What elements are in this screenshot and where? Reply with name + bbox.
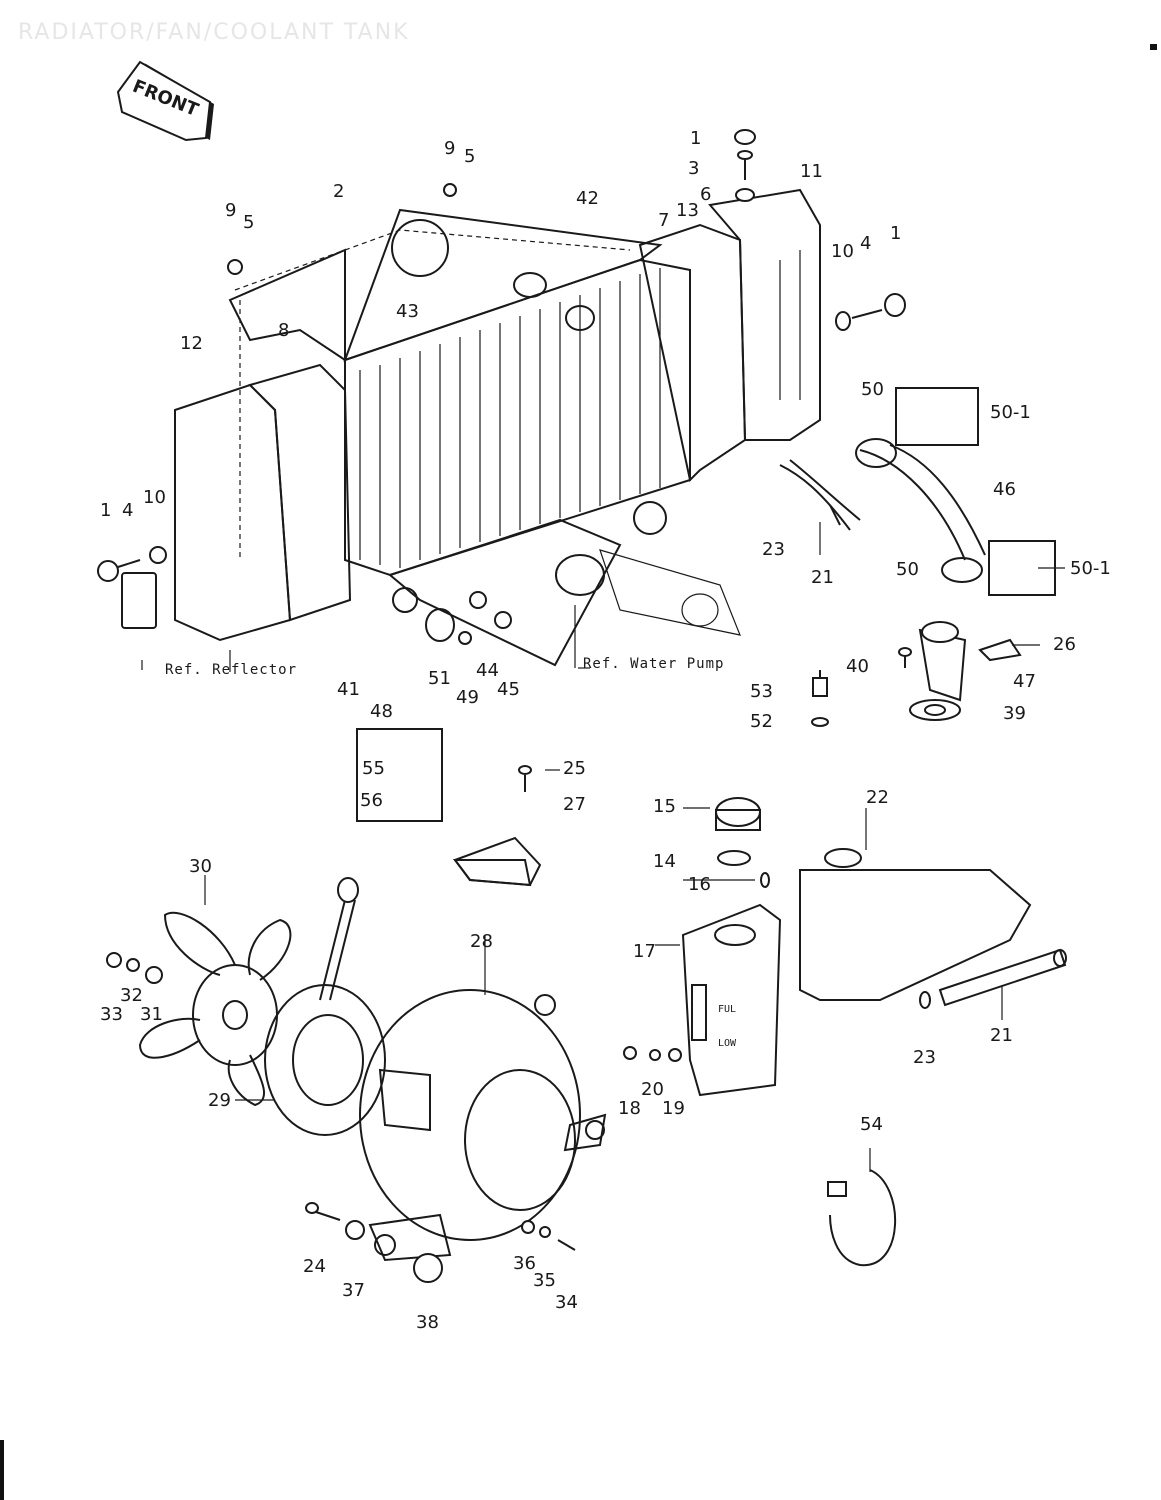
leader-lines <box>141 522 1065 1172</box>
callout-32: 32 <box>120 985 143 1006</box>
callout-15: 15 <box>653 796 676 817</box>
callout-42: 42 <box>576 188 599 209</box>
callout-46: 46 <box>993 479 1016 500</box>
callout-23: 23 <box>913 1047 936 1068</box>
callout-26: 26 <box>1053 634 1076 655</box>
callout-37: 37 <box>342 1280 365 1301</box>
callout-28: 28 <box>470 931 493 952</box>
callout-44: 44 <box>476 660 499 681</box>
callout-5: 5 <box>243 212 255 233</box>
callout-7: 7 <box>658 210 670 231</box>
bracket-27 <box>453 765 542 887</box>
callout-49: 49 <box>456 687 479 708</box>
callout-52: 52 <box>750 711 773 732</box>
callout-17: 17 <box>633 941 656 962</box>
tank-gauge-low: LOW <box>718 1038 737 1049</box>
callout-50-1: 50-1 <box>1070 558 1111 579</box>
callout-40: 40 <box>846 656 869 677</box>
callout-35: 35 <box>533 1270 556 1291</box>
callout-9: 9 <box>444 138 456 159</box>
detail-box-50-1-upper <box>895 387 979 446</box>
fan-shroud <box>359 989 607 1262</box>
temperature-sensor <box>811 670 829 727</box>
callout-10: 10 <box>143 487 166 508</box>
tie-band <box>827 1169 897 1267</box>
callout-50: 50 <box>861 379 884 400</box>
callout-53: 53 <box>750 681 773 702</box>
callout-45: 45 <box>497 679 520 700</box>
callout-43: 43 <box>396 301 419 322</box>
callout-41: 41 <box>337 679 360 700</box>
ref-reflector: Ref. Reflector <box>165 662 298 678</box>
callout-23: 23 <box>762 539 785 560</box>
callout-33: 33 <box>100 1004 123 1025</box>
edge-mark <box>0 1440 4 1500</box>
bottom-hardware <box>305 1202 576 1283</box>
callout-39: 39 <box>1003 703 1026 724</box>
callout-16: 16 <box>688 874 711 895</box>
coolant-tank: FUL LOW <box>623 797 1067 1097</box>
callout-50-1: 50-1 <box>990 402 1031 423</box>
callout-9: 9 <box>225 200 237 221</box>
callout-6: 6 <box>700 184 712 205</box>
page-title: RADIATOR/FAN/COOLANT TANK <box>18 20 410 45</box>
callout-1: 1 <box>890 223 902 244</box>
callout-14: 14 <box>653 851 676 872</box>
callout-27: 27 <box>563 794 586 815</box>
callout-22: 22 <box>866 787 889 808</box>
callout-36: 36 <box>513 1253 536 1274</box>
callout-12: 12 <box>180 333 203 354</box>
callout-18: 18 <box>618 1098 641 1119</box>
callout-1: 1 <box>100 500 112 521</box>
callout-2: 2 <box>333 181 345 202</box>
water-outlet <box>898 621 1022 721</box>
detail-box-48 <box>356 728 443 822</box>
callout-11: 11 <box>800 161 823 182</box>
callout-38: 38 <box>416 1312 439 1333</box>
ref-water-pump: Ref. Water Pump <box>583 656 725 672</box>
callout-29: 29 <box>208 1090 231 1111</box>
callout-56: 56 <box>360 790 383 811</box>
callout-50: 50 <box>896 559 919 580</box>
callout-3: 3 <box>688 158 700 179</box>
callout-34: 34 <box>555 1292 578 1313</box>
callout-13: 13 <box>676 200 699 221</box>
callout-24: 24 <box>303 1256 326 1277</box>
callout-20: 20 <box>641 1079 664 1100</box>
fan-motor-and-blade <box>106 877 386 1136</box>
callout-8: 8 <box>278 320 290 341</box>
front-direction-badge: FRONT <box>116 60 214 142</box>
callout-25: 25 <box>563 758 586 779</box>
callout-1: 1 <box>690 128 702 149</box>
callout-4: 4 <box>860 233 872 254</box>
detail-box-50-1-lower <box>988 540 1056 596</box>
callout-10: 10 <box>831 241 854 262</box>
corner-mark <box>1150 44 1157 50</box>
tank-gauge-full: FUL <box>718 1004 736 1015</box>
callout-54: 54 <box>860 1114 883 1135</box>
radiator-hose <box>779 438 986 583</box>
callout-31: 31 <box>140 1004 163 1025</box>
callout-30: 30 <box>189 856 212 877</box>
radiator-assembly <box>97 129 906 667</box>
callout-55: 55 <box>362 758 385 779</box>
callout-5: 5 <box>464 146 476 167</box>
callout-47: 47 <box>1013 671 1036 692</box>
callout-51: 51 <box>428 668 451 689</box>
callout-48: 48 <box>370 701 393 722</box>
callout-4: 4 <box>122 500 134 521</box>
callout-21: 21 <box>811 567 834 588</box>
callout-21: 21 <box>990 1025 1013 1046</box>
callout-19: 19 <box>662 1098 685 1119</box>
